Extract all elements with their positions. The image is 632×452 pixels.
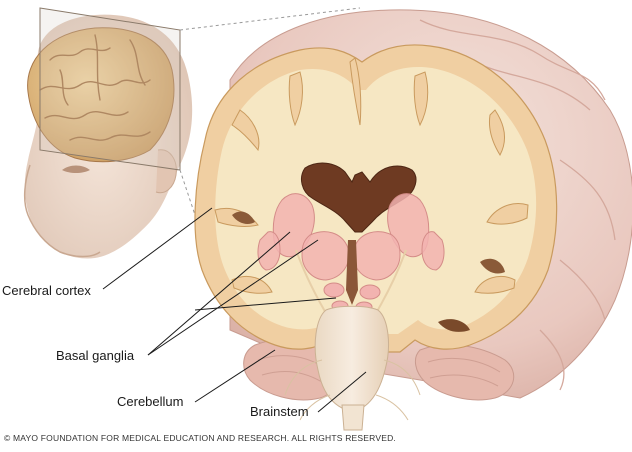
leader-cerebellum <box>194 349 276 403</box>
face-profile <box>23 164 101 258</box>
sulcus-left <box>232 211 255 224</box>
third-ventricle <box>346 240 358 305</box>
head-illustration <box>23 7 193 259</box>
cut-surface-folds <box>214 57 529 294</box>
connector-dashed-bottom <box>179 169 201 231</box>
leader-brainstem <box>317 371 367 413</box>
brainstem-lower <box>341 404 365 431</box>
leader-cerebral-cortex <box>102 207 213 290</box>
label-cerebellum: Cerebellum <box>117 394 184 409</box>
eye <box>62 165 90 173</box>
slice-plane <box>39 7 181 171</box>
leader-basal-ganglia-2 <box>147 239 319 356</box>
leader-basal-ganglia-3 <box>194 297 337 311</box>
label-basal-ganglia: Basal ganglia <box>56 348 135 363</box>
sulcus-bottom-right <box>438 319 470 332</box>
copyright-notice: © MAYO FOUNDATION FOR MEDICAL EDUCATION … <box>4 433 396 443</box>
coronal-section <box>194 9 632 431</box>
leader-lines <box>102 207 367 413</box>
ear <box>155 149 177 194</box>
label-cerebral-cortex: Cerebral cortex <box>2 283 91 298</box>
cerebellum-folia <box>257 355 501 387</box>
small-brain-gyri <box>39 34 151 141</box>
brainstem-shape <box>314 305 390 409</box>
cerebellum-shape-right <box>414 344 515 401</box>
cranial-nerves <box>284 359 421 421</box>
connector-dashed-top <box>179 7 361 31</box>
sulcus-right <box>480 258 505 274</box>
leader-basal-ganglia-1 <box>147 231 291 356</box>
basal-ganglia <box>257 193 445 281</box>
label-brainstem: Brainstem <box>250 404 309 419</box>
